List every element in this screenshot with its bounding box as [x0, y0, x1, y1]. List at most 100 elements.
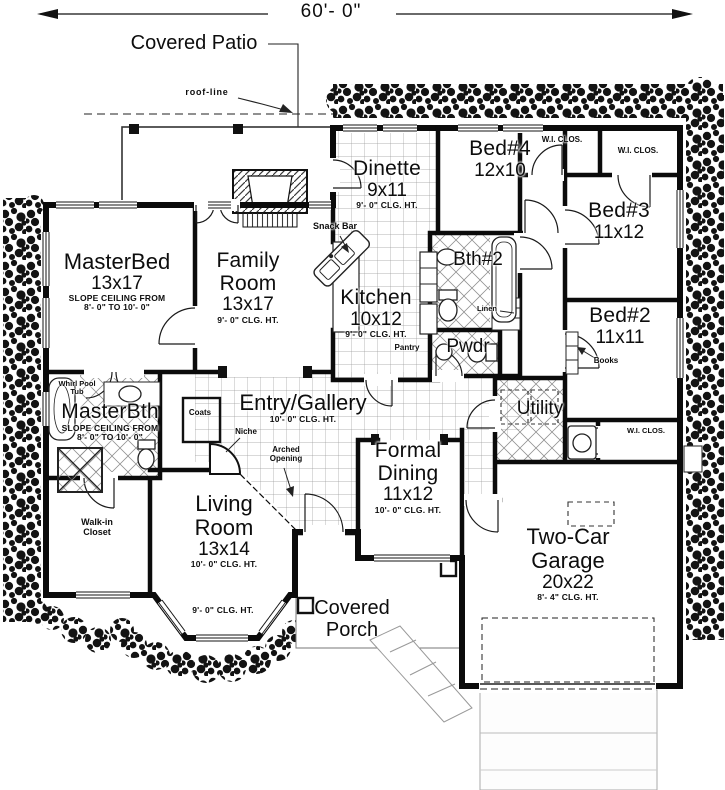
- bed4-size: 12x10: [474, 159, 526, 181]
- fireplace: [232, 169, 308, 228]
- driveway: [479, 689, 658, 790]
- dinette-clg: 9'- 0" CLG. HT.: [356, 200, 418, 211]
- dinette-name: Dinette: [353, 157, 421, 180]
- covered-porch-area: [295, 534, 463, 649]
- niche-label: Niche: [235, 427, 257, 436]
- garage-name: Two-Car Garage: [526, 524, 610, 573]
- room-label-bth2: Bth#2: [453, 249, 503, 271]
- window-bay-sides: [157, 599, 287, 635]
- kitchen-size: 10x12: [350, 308, 402, 330]
- annotation-leaders: [225, 235, 599, 497]
- room-label-dinette: Dinette 9x11 9'- 0" CLG. HT.: [353, 157, 421, 211]
- window-masterbed-top: [56, 200, 137, 210]
- hedges: [3, 77, 724, 683]
- garage-clg: 8'- 4" CLG. HT.: [537, 592, 599, 603]
- walkway: [369, 625, 473, 723]
- entry-gallery-name: Entry/Gallery: [239, 390, 367, 415]
- formal-dining-name: Formal Dining: [374, 439, 442, 485]
- utility-name: Utility: [516, 398, 564, 419]
- room-label-garage: Two-Car Garage 20x22 8'- 4" CLG. HT.: [506, 525, 630, 602]
- arched-opening-label: Arched Opening: [269, 445, 303, 463]
- garage-size: 20x22: [542, 571, 594, 593]
- window-bed2-right: [675, 318, 685, 378]
- kitchen-clg: 9'- 0" CLG. HT.: [345, 329, 407, 340]
- masterbth-note1: SLOPE CEILING FROM: [61, 422, 159, 433]
- room-label-family: Family Room 13x17 9'- 0" CLG. HT.: [198, 249, 298, 325]
- bed2-size: 11x11: [595, 326, 645, 348]
- room-label-living: Living Room 13x14 10'- 0" CLG. HT.: [174, 492, 274, 569]
- dinette-size: 9x11: [367, 179, 407, 201]
- formal-dining-size: 11x12: [382, 484, 434, 506]
- dimension-arrow-right: [672, 9, 693, 19]
- masterbed-name: MasterBed: [63, 249, 171, 274]
- dimension-line: [37, 9, 693, 19]
- walkin-closet-label: Walk-in Closet: [81, 517, 113, 537]
- family-clg: 9'- 0" CLG. HT.: [217, 314, 279, 325]
- exterior-pad: [683, 445, 703, 473]
- windows: [41, 123, 685, 643]
- bed2-name: Bed#2: [589, 304, 651, 327]
- room-label-bed4: Bed#4 12x10: [469, 137, 531, 181]
- kitchen-fixtures: [313, 229, 438, 335]
- utility-appliances: [500, 389, 559, 425]
- window-masterbed-left: [41, 232, 51, 348]
- bth2-name: Bth#2: [453, 249, 503, 270]
- garage-door: [480, 617, 655, 690]
- wi-closet-label-3: W.I. CLOS.: [627, 426, 665, 435]
- window-dining-bottom: [374, 553, 450, 563]
- living-clg: 10'- 0" CLG. HT.: [190, 559, 258, 570]
- books-label: Books: [593, 356, 619, 365]
- wi-closet-label-1: W.I. CLOS.: [541, 135, 583, 144]
- window-bed3-right: [675, 190, 685, 248]
- bed4-name: Bed#4: [469, 137, 531, 160]
- garage-storage-nook: [567, 501, 615, 527]
- family-entry-opening: [227, 367, 303, 377]
- living-name: Living Room: [194, 491, 254, 540]
- wi-closet-label-2: W.I. CLOS.: [617, 146, 659, 155]
- bed3-size: 11x12: [593, 221, 645, 243]
- window-bed4-top: [458, 123, 543, 133]
- whirlpool-tub-label: Whirl Pool Tub: [58, 379, 96, 397]
- entry-gallery-clg: 10'- 0" CLG. HT.: [269, 413, 337, 424]
- living-bay-clg-label: 9'- 0" CLG. HT.: [192, 605, 254, 615]
- niche: [209, 442, 242, 475]
- linen-label: Linen: [477, 304, 497, 313]
- pantry-label: Pantry: [394, 343, 420, 352]
- window-dinette-top: [343, 123, 417, 133]
- room-label-bed2: Bed#2 11x11: [589, 304, 651, 348]
- room-label-masterbth: MasterBth SLOPE CEILING FROM 8'- 0" TO 1…: [61, 400, 159, 442]
- dimension-arrow-left: [37, 9, 58, 19]
- masterbed-size: 13x17: [91, 272, 143, 294]
- family-name: Family Room: [216, 249, 280, 295]
- room-label-formal-dining: Formal Dining 11x12 10'- 0" CLG. HT.: [360, 439, 456, 515]
- coats-label: Coats: [188, 408, 212, 417]
- masterbth-name: MasterBth: [61, 400, 159, 423]
- bed2-bookshelf: [565, 331, 579, 375]
- roof-line-label: roof-line: [185, 87, 229, 97]
- living-size: 13x14: [198, 538, 250, 560]
- covered-patio-label: Covered Patio: [130, 32, 258, 54]
- bathroom-fixtures: [48, 236, 597, 493]
- room-label-utility: Utility: [516, 398, 564, 420]
- snack-bar-label: Snack Bar: [312, 221, 358, 231]
- formal-dining-clg: 10'- 0" CLG. HT.: [374, 504, 442, 515]
- room-label-kitchen: Kitchen 10x12 9'- 0" CLG. HT.: [340, 286, 412, 340]
- window-family-top: [208, 200, 331, 210]
- kitchen-name: Kitchen: [340, 286, 412, 309]
- column-bases: [218, 366, 448, 445]
- room-label-bed3: Bed#3 11x12: [588, 199, 650, 243]
- room-label-pwdr: Pwdr: [446, 336, 490, 358]
- masterbth-note2: 8'- 0" TO 10'- 0": [77, 431, 143, 442]
- coats-closet: [181, 396, 222, 444]
- masterbed-note1: SLOPE CEILING FROM: [68, 293, 166, 304]
- room-label-entry-gallery: Entry/Gallery 10'- 0" CLG. HT.: [239, 391, 366, 424]
- window-masterbth-left: [41, 392, 51, 426]
- covered-porch-label: Covered Porch: [314, 597, 390, 641]
- room-label-masterbed: MasterBed 13x17 SLOPE CEILING FROM 8'- 0…: [64, 250, 170, 313]
- pwdr-name: Pwdr: [446, 336, 490, 357]
- window-walkin-bottom: [76, 590, 130, 600]
- masterbed-note2: 8'- 0" TO 10'- 0": [84, 302, 150, 313]
- window-bay-center: [196, 633, 248, 643]
